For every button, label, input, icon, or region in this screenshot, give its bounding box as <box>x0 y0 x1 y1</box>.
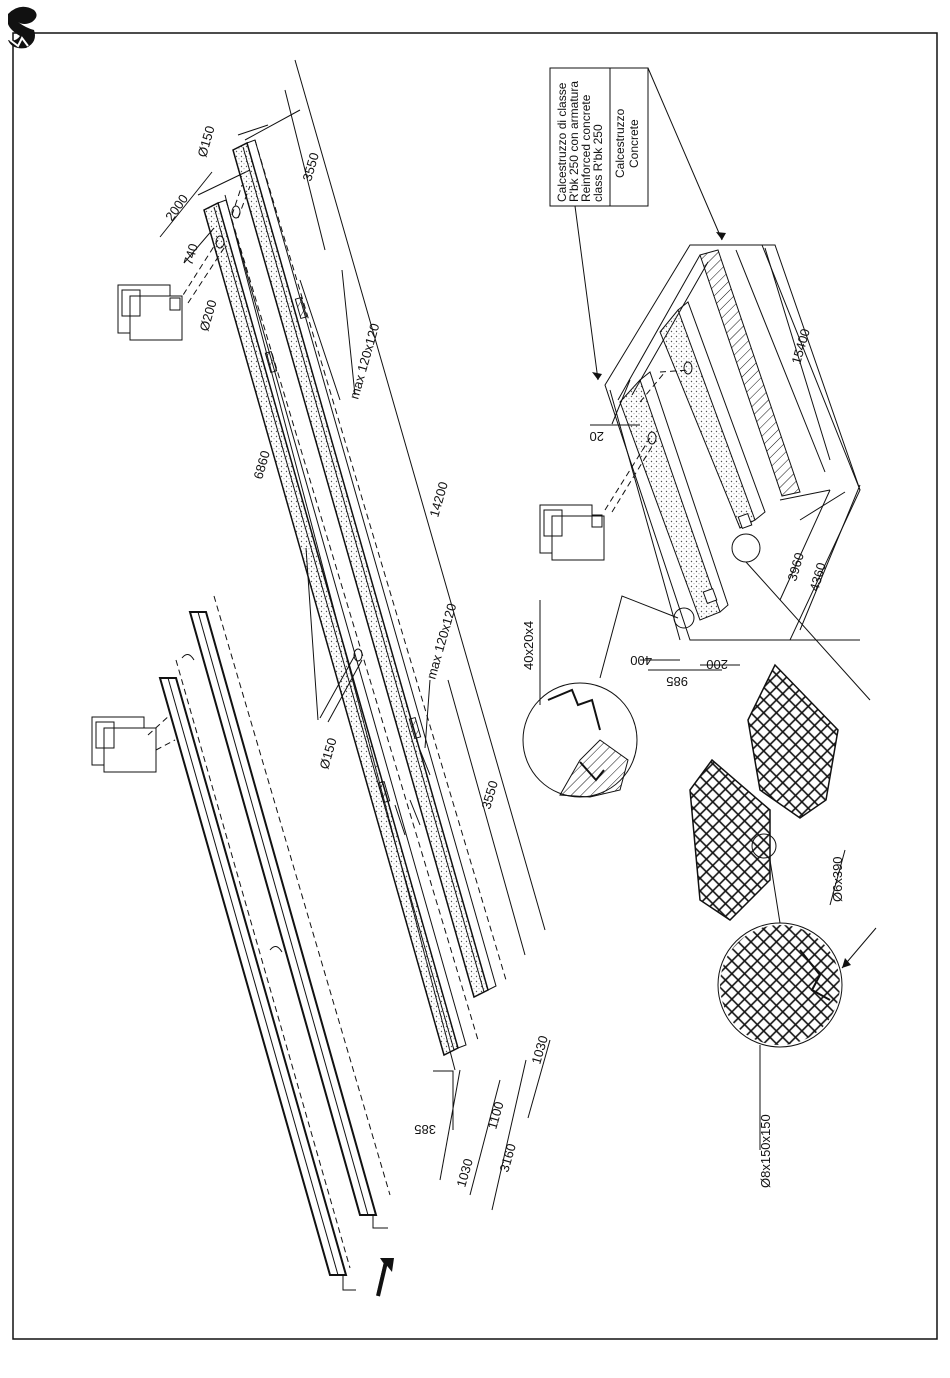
dimension-3160: 3160 <box>496 1142 518 1174</box>
pipe-200: Ø200 <box>196 298 219 333</box>
pipe-150-mid: Ø150 <box>316 736 339 771</box>
dimension-740: 740 <box>180 242 200 267</box>
reinforcement-mesh <box>690 665 876 1150</box>
mesh-top-label: Ø6x390 <box>830 856 845 902</box>
dimension-985: 985 <box>666 674 688 689</box>
dimension-14200: 14200 <box>426 480 450 519</box>
dimension-6860: 6860 <box>250 449 272 481</box>
dimension-3960: 3960 <box>784 551 806 583</box>
angle-profile-detail <box>523 596 678 797</box>
dimension-20: 20 <box>590 429 604 444</box>
dimension-385: 385 <box>414 1122 436 1137</box>
dimension-4360: 4360 <box>806 561 828 593</box>
dimension-3550-top: 3550 <box>299 151 321 183</box>
dimension-1100: 1100 <box>484 1100 506 1131</box>
direction-arrow <box>376 1258 394 1296</box>
pipe-150-top: Ø150 <box>194 124 217 159</box>
drive-unit-top <box>118 285 182 340</box>
angle-size-label: 40x20x4 <box>521 621 536 670</box>
dimension-3550-bottom: 3550 <box>478 779 500 811</box>
concrete-pit <box>605 245 870 700</box>
dimension-15400: 15400 <box>788 327 812 366</box>
dimension-400: 400 <box>630 653 652 668</box>
channel-rail-right <box>233 140 506 997</box>
legend-reinforced-en-2: class R'bk 250 <box>591 124 605 202</box>
drive-unit-pit <box>540 505 604 560</box>
dimension-200: 200 <box>706 657 728 672</box>
grating-max-2: max 120x120 <box>423 602 459 681</box>
mesh-bottom-label: Ø8x150x150 <box>758 1114 773 1188</box>
legend-concrete-en: Concrete <box>627 119 641 168</box>
drive-unit-left <box>92 715 175 772</box>
dimension-2000: 2000 <box>162 191 191 223</box>
legend-concrete-it: Calcestruzzo <box>613 108 627 178</box>
manufacturer-logo <box>8 7 37 49</box>
